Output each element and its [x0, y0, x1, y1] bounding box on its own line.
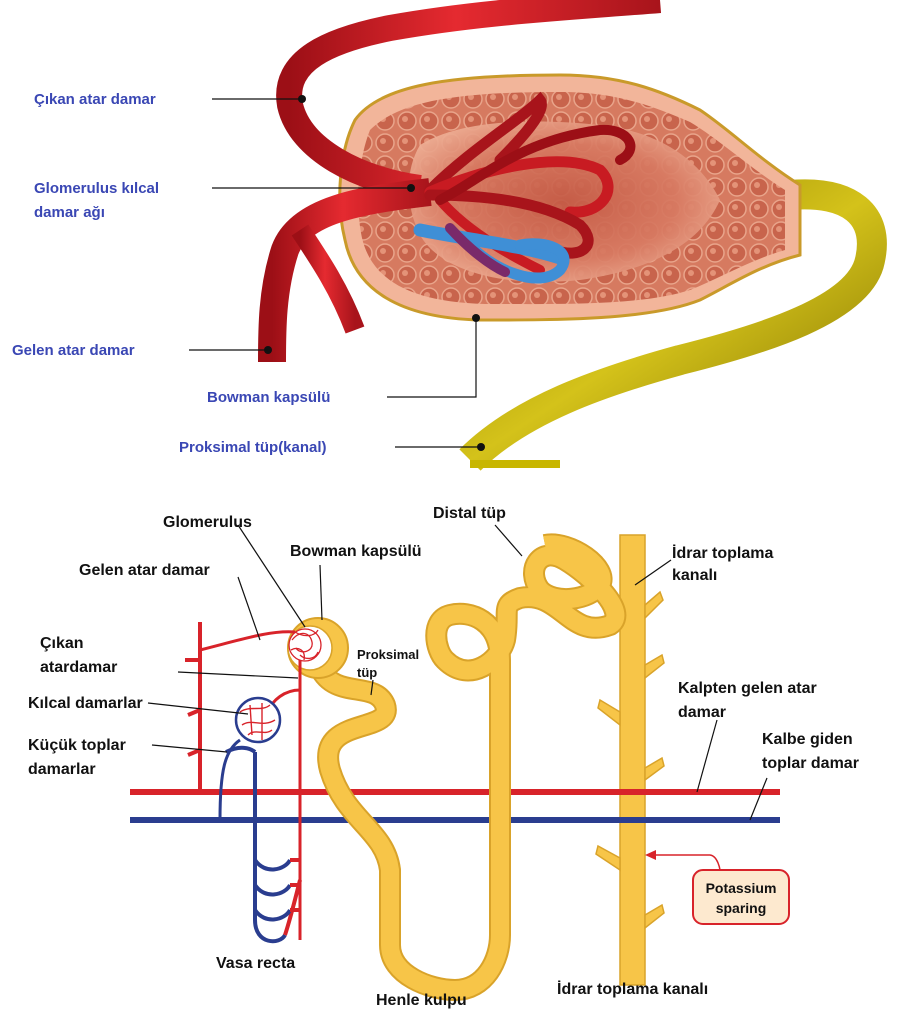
bottom-diagram: Potassium sparing Glomerulus Bowman kaps…	[28, 505, 859, 1009]
callout-line-1: Potassium	[706, 880, 777, 896]
label-henle: Henle kulpu	[376, 992, 467, 1009]
label-artery-in-1: Kalpten gelen atar	[678, 680, 817, 697]
label-proximal-bottom-2: tüp	[357, 665, 377, 680]
label-capillaries: Kılcal damarlar	[28, 695, 143, 712]
label-proximal-top: Proksimal tüp(kanal)	[179, 439, 327, 456]
label-distal: Distal tüp	[433, 505, 506, 522]
bowman-capsule-small	[288, 618, 348, 678]
callout-line-2: sparing	[716, 900, 767, 916]
label-glomerulus-top-1: Glomerulus kılcal	[34, 180, 159, 197]
label-efferent-top: Çıkan atar damar	[34, 91, 156, 108]
potassium-sparing-callout: Potassium sparing	[693, 870, 789, 924]
label-collecting-1: İdrar toplama	[672, 544, 773, 562]
label-efferent-bottom-1: Çıkan	[40, 635, 84, 652]
label-bowman-bottom: Bowman kapsülü	[290, 543, 422, 560]
afferent-line-bottom	[200, 632, 295, 650]
label-afferent-bottom: Gelen atar damar	[79, 562, 210, 579]
label-venules-1: Küçük toplar	[28, 737, 126, 754]
label-bowman-top: Bowman kapsülü	[207, 389, 330, 406]
label-vasa-recta: Vasa recta	[216, 955, 295, 972]
label-vein-out-1: Kalbe giden	[762, 731, 853, 748]
label-vein-out-2: toplar damar	[762, 755, 859, 772]
label-proximal-bottom-1: Proksimal	[357, 647, 419, 662]
label-artery-in-2: damar	[678, 704, 726, 721]
label-efferent-bottom-2: atardamar	[40, 659, 117, 676]
label-afferent-top: Gelen atar damar	[12, 342, 135, 359]
vasa-recta-shape	[226, 748, 300, 941]
label-venules-2: damarlar	[28, 761, 96, 778]
top-diagram: Çıkan atar damar Glomerulus kılcal damar…	[12, 0, 872, 464]
label-collecting-2: kanalı	[672, 567, 717, 584]
label-glomerulus-bottom: Glomerulus	[163, 514, 252, 531]
label-glomerulus-top-2: damar ağı	[34, 204, 105, 221]
label-collecting-bottom: İdrar toplama kanalı	[557, 980, 708, 998]
peritubular-capillaries	[236, 698, 280, 742]
